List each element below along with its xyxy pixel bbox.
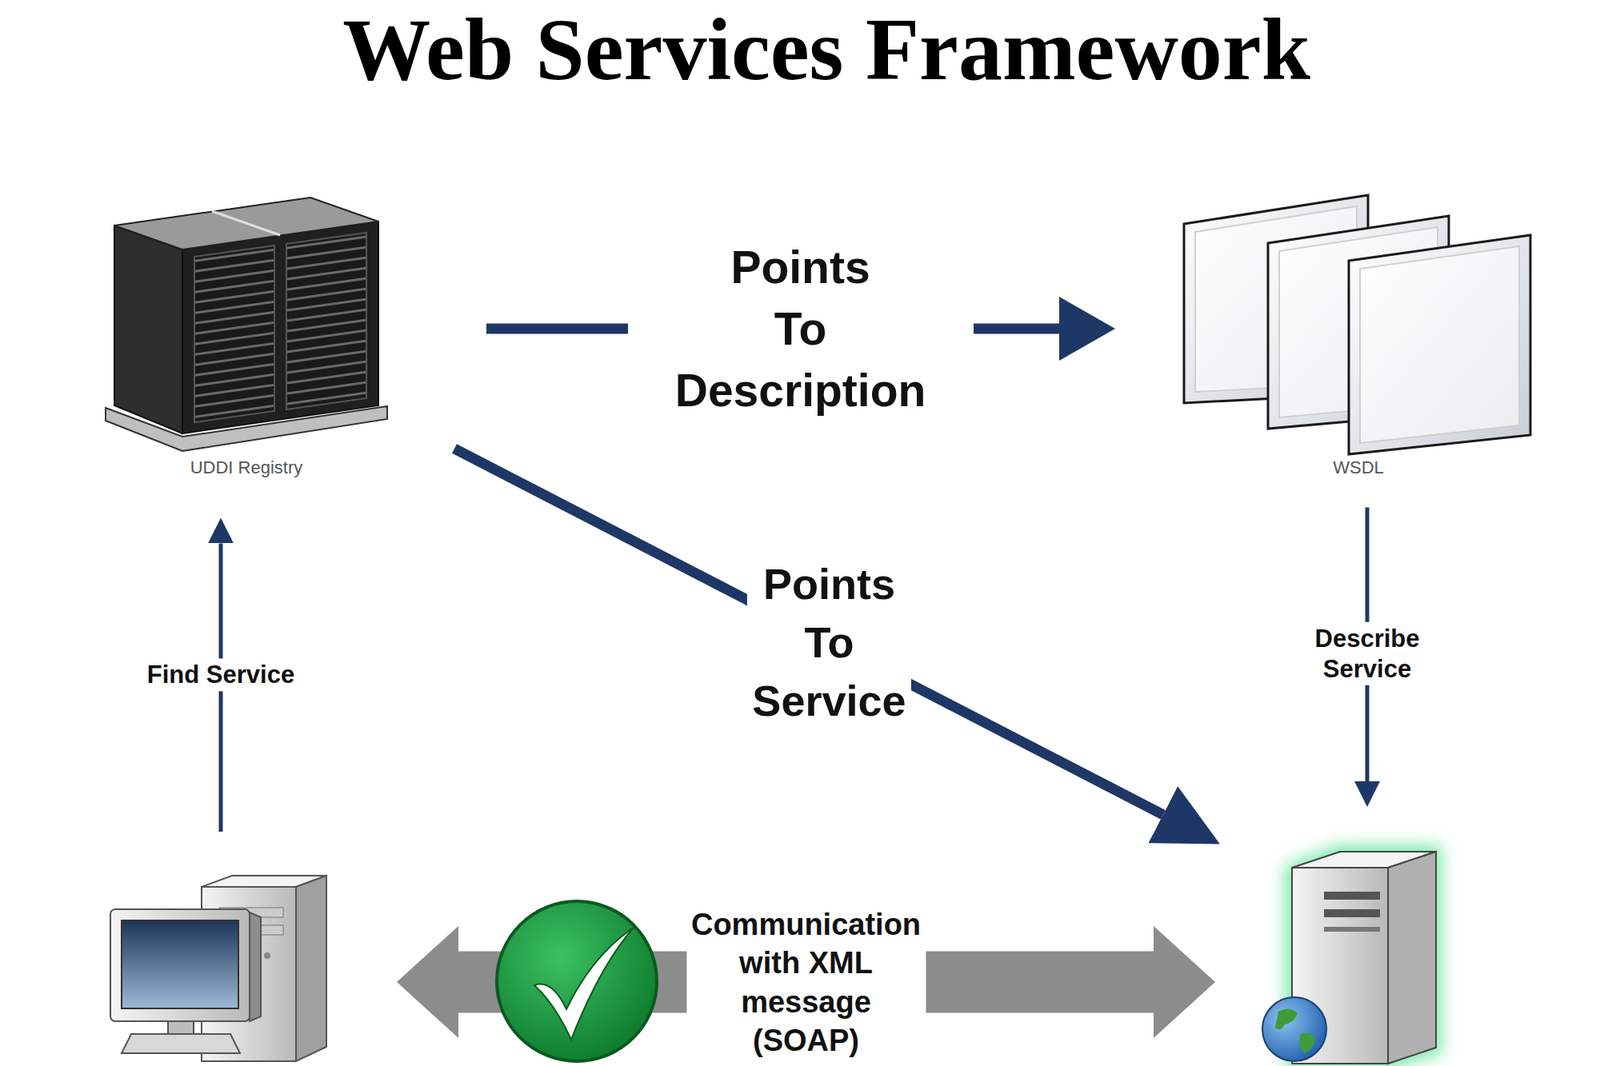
power-button (264, 952, 271, 960)
monitor-side (249, 912, 261, 1022)
edge-label: Points To Service (747, 553, 911, 732)
server-bay (1324, 892, 1380, 900)
client-computer-icon (110, 876, 327, 1062)
edge-label: Describe Service (1310, 622, 1425, 685)
rack-top-seam (212, 211, 280, 236)
node-label: WSDL (1182, 457, 1535, 479)
server-rack-icon (105, 197, 388, 452)
wsdl-documents: WSDL (1182, 193, 1535, 479)
rack-grille (286, 232, 367, 410)
monitor-base (121, 1034, 240, 1054)
globe (1262, 997, 1327, 1062)
node-label: UDDI Registry (102, 457, 391, 479)
web-server (1248, 844, 1480, 1060)
rack-side (114, 225, 183, 434)
web-server-icon (1262, 845, 1442, 1066)
monitor-screen (121, 920, 239, 1009)
documents-icon (1184, 195, 1531, 455)
document-page (1348, 235, 1531, 455)
page-inner (1360, 246, 1520, 444)
server-front (1292, 868, 1388, 1064)
globe-land (1300, 1033, 1316, 1054)
server-side (1388, 852, 1436, 1064)
rack-grille (194, 245, 275, 423)
check-mark (534, 928, 634, 1040)
monitor-frame (110, 909, 250, 1022)
edge-label: Points To Description (628, 235, 974, 424)
registry-server: UDDI Registry (102, 193, 391, 479)
server-bay (1324, 909, 1380, 918)
check-badge (496, 901, 657, 1062)
edge-label: Communication with XML message (SOAP) (686, 904, 926, 1062)
server-bay (1324, 927, 1380, 932)
tower-side (296, 876, 327, 1062)
rack-front (182, 221, 379, 434)
monitor-neck (168, 1021, 194, 1035)
edge-label: Find Service (142, 659, 300, 692)
check-circle (496, 901, 657, 1062)
client-computer (107, 876, 332, 1060)
globe-land (1275, 1008, 1298, 1030)
diagram-title: Web Services Framework (26, 1, 1600, 99)
connector-arrow (454, 448, 1164, 816)
